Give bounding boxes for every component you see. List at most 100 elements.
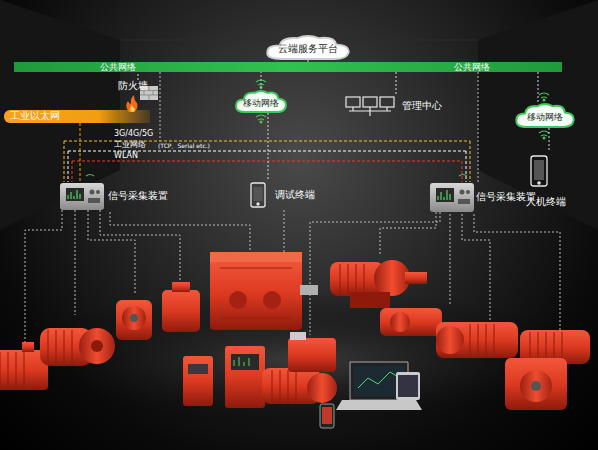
node-label: 防火墙 xyxy=(118,80,148,92)
device-leader-lines-part xyxy=(100,210,180,285)
device-node: 防火墙 xyxy=(116,80,160,108)
gear-motors-part xyxy=(307,373,337,403)
dashed-connector xyxy=(308,60,309,62)
gear-motors-part xyxy=(405,272,427,284)
gear-motors xyxy=(0,252,590,428)
node-label: 移动网络 xyxy=(527,111,563,123)
network-lines xyxy=(64,72,478,182)
text-holder: 云端服务平台 xyxy=(264,34,352,60)
dashed-connector xyxy=(261,72,262,89)
gear-motors-part xyxy=(272,370,296,402)
gear-motors-part xyxy=(436,322,518,358)
network-lines-part xyxy=(478,72,479,182)
tunnel-arch xyxy=(0,0,598,430)
phone-icons-part xyxy=(534,160,544,180)
device-leader-lines-part xyxy=(462,214,490,320)
text-holder: 移动网络 xyxy=(234,89,288,113)
signal-device-icons-part xyxy=(438,190,450,200)
signal-device-icons-part xyxy=(88,198,100,203)
gear-motors-part xyxy=(122,306,146,330)
network-lines-part xyxy=(160,72,161,141)
device-leader-lines-part xyxy=(450,214,451,305)
signal-device-icons-part xyxy=(68,190,80,199)
gear-motors-part xyxy=(531,381,541,391)
dashed-connector xyxy=(133,108,134,110)
device-node: 信号采集装置 xyxy=(428,180,540,214)
gear-motors-part xyxy=(530,332,562,362)
signal-device-icons-part xyxy=(458,199,470,204)
phone-icons-part xyxy=(531,156,547,186)
network-lines-part xyxy=(462,161,463,182)
gear-motors-part xyxy=(48,330,72,364)
gear-motors-part xyxy=(188,364,208,374)
monitor-icons-part xyxy=(380,97,394,107)
cloud-outline xyxy=(267,36,348,59)
network-lines-part xyxy=(64,141,65,182)
monitor-icons xyxy=(346,97,394,116)
node-label: 移动网络 xyxy=(243,97,279,109)
gear-motors-part xyxy=(288,338,336,372)
network-label: (TCP、Serial etc.) xyxy=(158,142,210,150)
text-holder: 移动网络 xyxy=(514,102,576,128)
gear-motors-part xyxy=(22,342,34,352)
signal-device-icons-part xyxy=(466,190,470,194)
gear-motors-part xyxy=(436,326,464,354)
network-label: WLAN xyxy=(114,151,138,161)
wifi-icons-part xyxy=(260,86,262,88)
device-leader-lines-part xyxy=(380,212,436,255)
signal-device-icons-part xyxy=(60,183,104,210)
monitor-icons-part xyxy=(349,107,391,116)
wifi-icons-part xyxy=(539,131,549,136)
dashed-connector xyxy=(268,113,269,180)
gear-motors-part xyxy=(130,314,138,322)
wifi-icons-part xyxy=(256,115,266,120)
network-lines-part xyxy=(68,151,69,182)
cloud-outline xyxy=(516,104,573,127)
gear-motors-part xyxy=(374,260,410,296)
node-label: 公共网络 xyxy=(454,61,490,73)
device-node: 信号采集装置 xyxy=(58,180,170,212)
gear-motors-part xyxy=(358,372,400,388)
cloud-node: 移动网络 xyxy=(234,89,288,113)
device-leader-lines-part xyxy=(110,212,250,250)
signal-device-icons-part xyxy=(90,190,95,195)
wifi-icons-part xyxy=(543,137,545,139)
wifi-icons-part xyxy=(539,93,549,98)
dashed-connector xyxy=(549,128,550,152)
network-label: 3G/4G/5G xyxy=(114,129,153,139)
signal-device-icons-part xyxy=(96,190,100,194)
cloud-node: 移动网络 xyxy=(514,102,576,128)
gear-motors-part xyxy=(91,340,103,352)
gear-motors-part xyxy=(300,285,318,295)
gear-motors-part xyxy=(340,264,364,294)
gear-motors-part xyxy=(79,328,115,364)
gear-motors-part xyxy=(229,291,247,309)
gear-motors-part xyxy=(320,404,334,428)
network-band: 公共网络公共网络 xyxy=(14,62,562,72)
gear-motors-part xyxy=(225,346,265,408)
gear-motors-part xyxy=(210,252,302,262)
gear-motors-part xyxy=(380,308,442,336)
dashed-connector xyxy=(396,72,397,94)
phone-icons-part xyxy=(538,182,540,184)
gear-motors-part xyxy=(505,358,567,410)
gear-motors-part xyxy=(322,407,332,424)
monitor-icons-part xyxy=(346,97,360,107)
wifi-icons xyxy=(86,80,549,176)
gear-motors-part xyxy=(231,354,259,370)
gear-motors-part xyxy=(350,292,390,308)
gear-motors-part xyxy=(162,290,200,332)
wifi-icons-part xyxy=(543,99,545,101)
gear-motors-part xyxy=(116,300,152,340)
signal-device-icons-part xyxy=(66,188,84,201)
gear-motors-part xyxy=(183,356,213,406)
wifi-icons-part xyxy=(256,80,266,85)
device-node: 管理中心 xyxy=(344,94,448,118)
node-label: 信号采集装置 xyxy=(108,190,168,202)
node-label: 调试终端 xyxy=(275,189,315,201)
node-label: 人机终端 xyxy=(526,196,566,208)
signal-device-icons-part xyxy=(460,190,465,195)
gear-motors-part xyxy=(390,312,410,332)
gear-motors-part xyxy=(210,258,302,330)
